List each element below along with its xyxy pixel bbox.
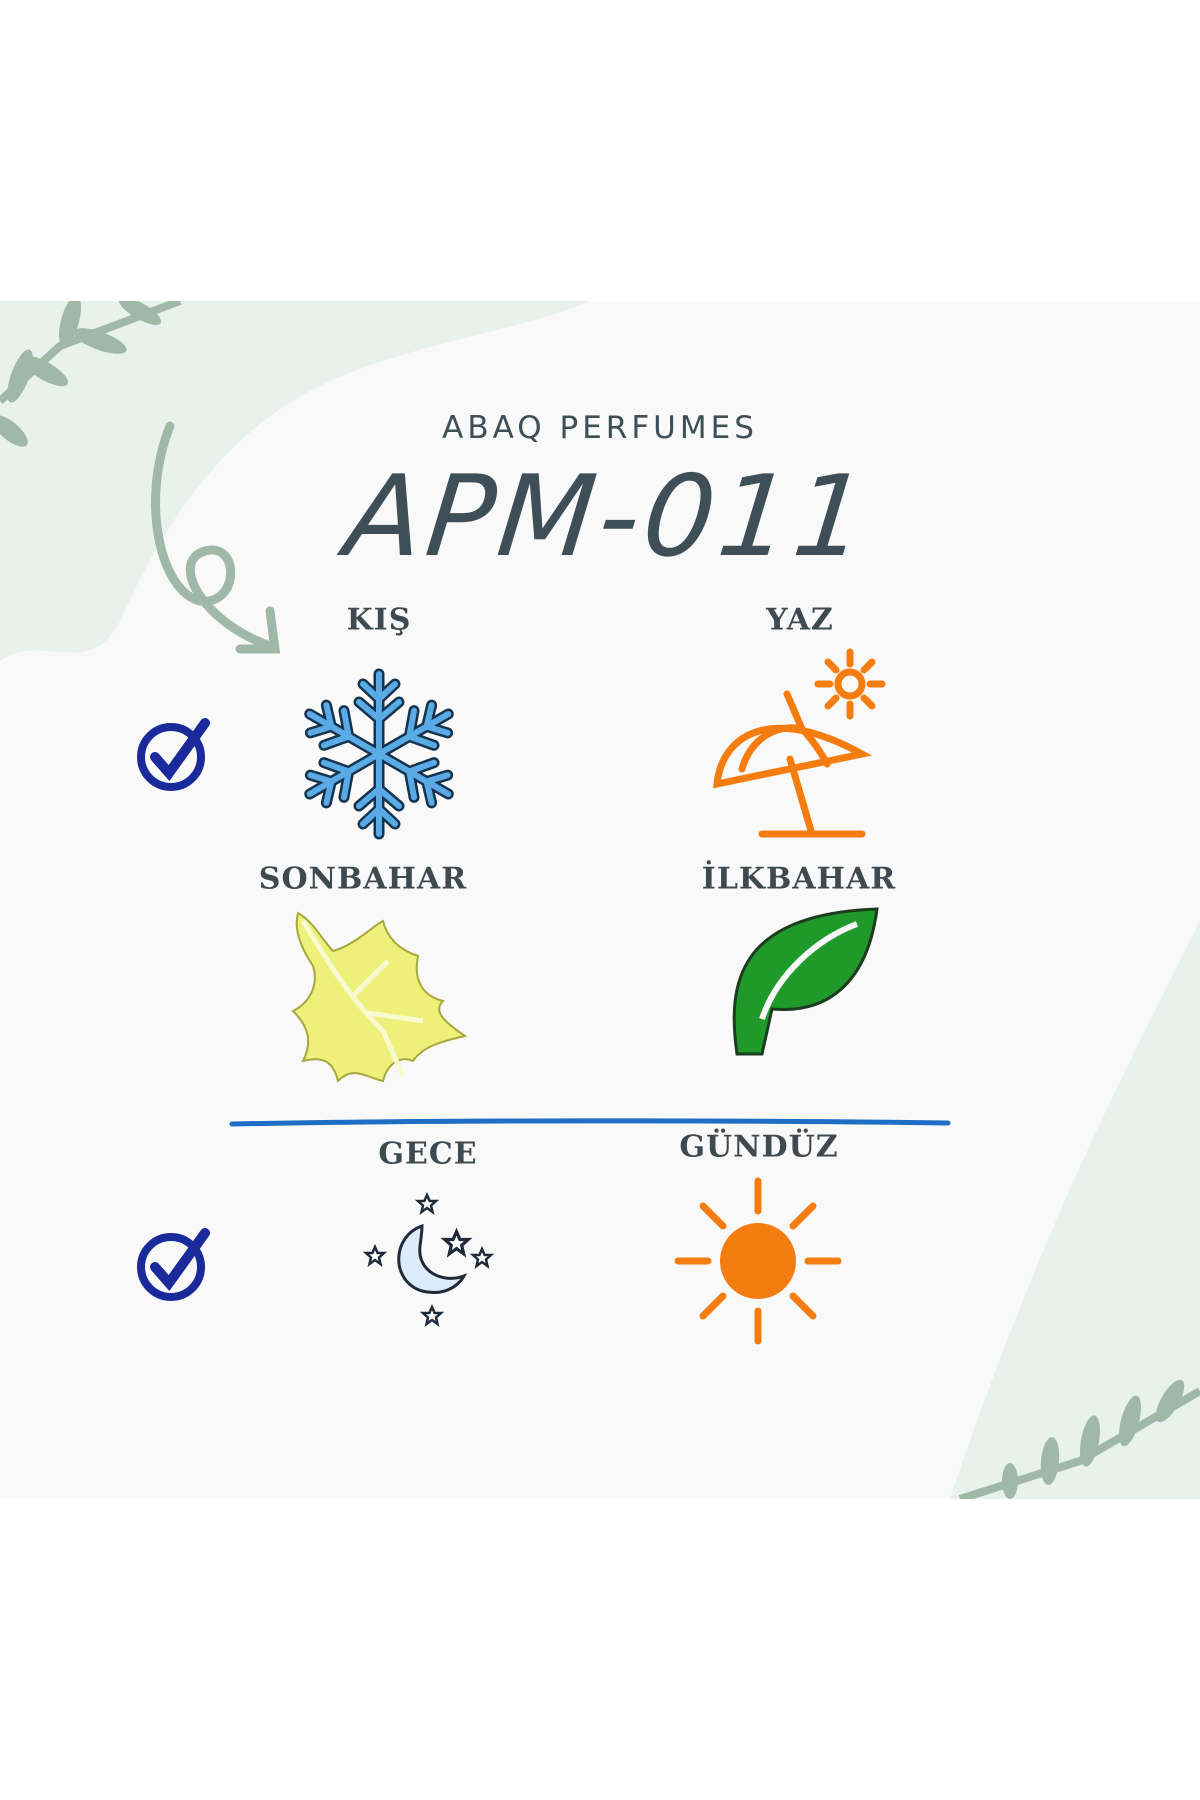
section-divider [229,1118,951,1127]
season-label-winter: KIŞ [346,602,412,638]
product-card: ABAQ PERFUMES APM-011 KIŞ YAZ SONBAHAR İ… [0,301,1200,1499]
olive-branch-decoration [958,1379,1200,1499]
time-label-night: GECE [378,1136,478,1172]
check-mark-icon [137,1228,210,1301]
beach-umbrella-icon [713,648,886,838]
product-code: APM-011 [339,452,877,582]
check-mark-icon [137,718,210,791]
season-label-spring: İLKBAHAR [701,861,897,897]
background-blob-top [0,301,1200,1499]
green-leaf-icon [732,907,879,1056]
season-label-autumn: SONBAHAR [258,861,468,897]
season-label-summer: YAZ [766,602,834,638]
curved-arrow-decoration [151,421,281,654]
brand-name: ABAQ PERFUMES [442,410,758,446]
olive-branch-decoration [0,301,182,447]
autumn-leaf-icon [291,911,468,1083]
sun-icon [674,1177,842,1345]
time-label-day: GÜNDÜZ [679,1129,839,1165]
moon-stars-icon [364,1191,493,1326]
snowflake-icon [293,668,465,840]
